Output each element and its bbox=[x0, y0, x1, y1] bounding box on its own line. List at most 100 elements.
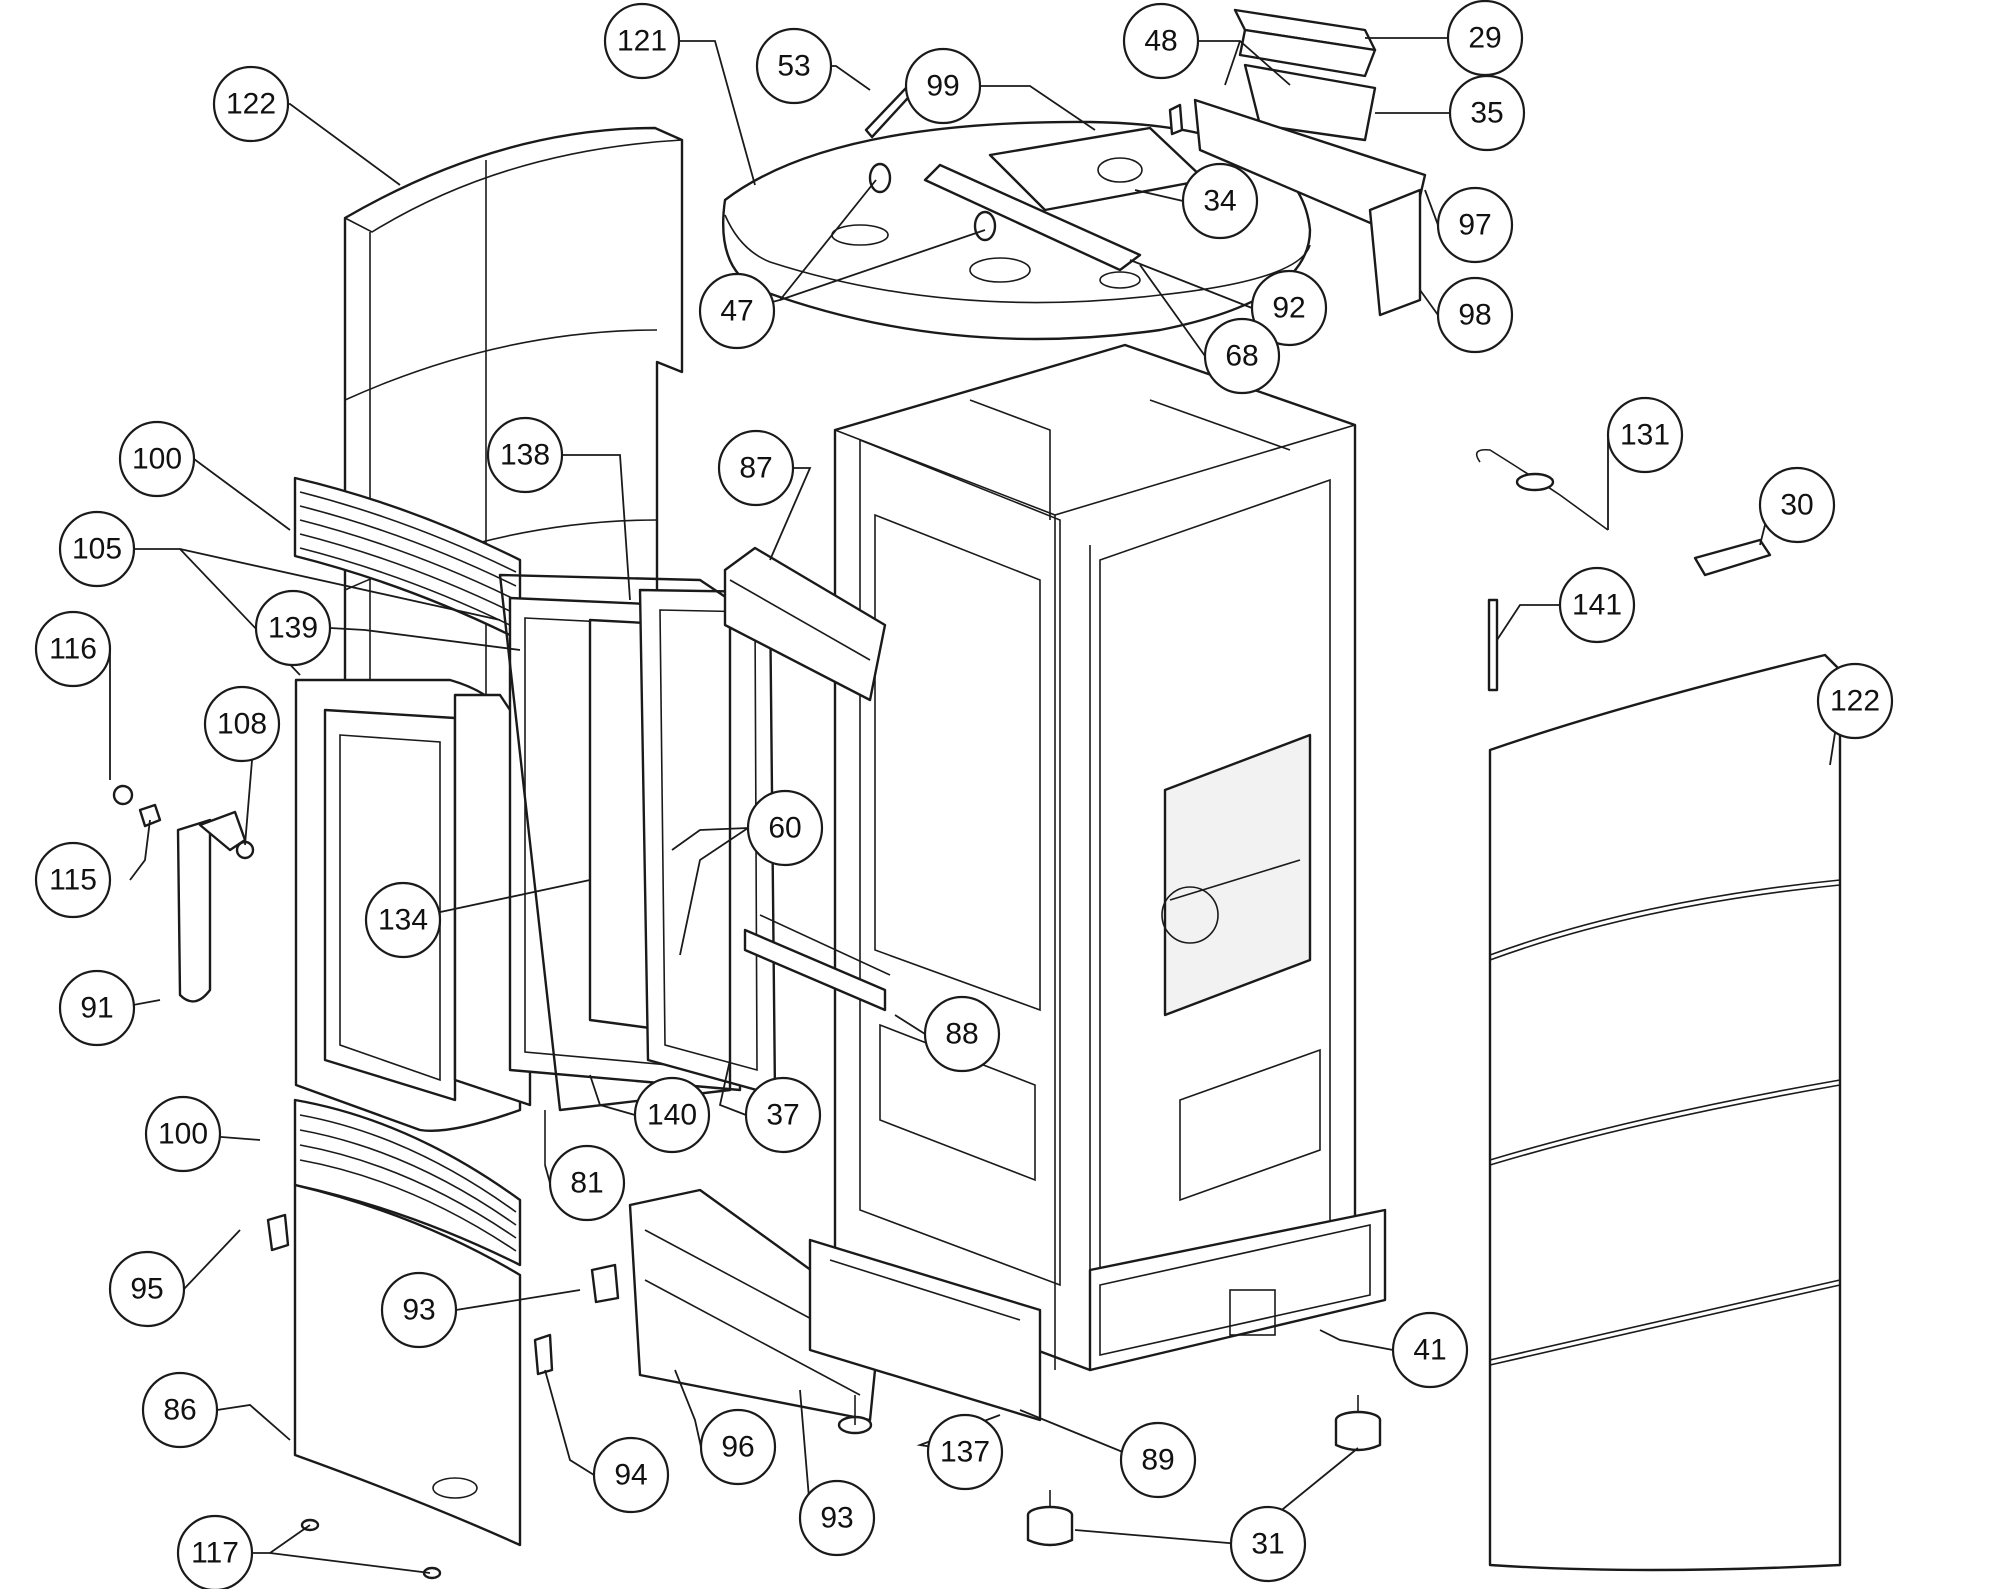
callout-91: 91 bbox=[58, 969, 136, 1047]
callout-87-label: 87 bbox=[739, 452, 772, 485]
ash-drawer bbox=[628, 1188, 1042, 1435]
callout-37: 37 bbox=[744, 1076, 822, 1154]
callout-92-label: 92 bbox=[1272, 292, 1305, 325]
callout-115-label: 115 bbox=[49, 864, 97, 897]
callout-134: 134 bbox=[364, 881, 442, 959]
callout-91-label: 91 bbox=[80, 992, 113, 1025]
callout-34: 34 bbox=[1181, 162, 1259, 240]
callout-96-label: 96 bbox=[721, 1431, 754, 1464]
callout-47: 47 bbox=[698, 272, 776, 350]
top-grille bbox=[293, 476, 522, 642]
callout-115: 115 bbox=[34, 841, 112, 919]
callout-94: 94 bbox=[592, 1436, 670, 1514]
callout-105: 105 bbox=[58, 510, 136, 588]
callout-100-top: 100 bbox=[118, 420, 196, 498]
callout-41: 41 bbox=[1391, 1311, 1469, 1389]
callout-37-label: 37 bbox=[766, 1099, 799, 1132]
side-rail bbox=[743, 914, 891, 1012]
callout-121: 121 bbox=[603, 2, 681, 80]
door-handle bbox=[112, 784, 255, 1003]
callout-93-lower-label: 93 bbox=[820, 1502, 853, 1535]
callout-108: 108 bbox=[203, 685, 281, 763]
callout-86-label: 86 bbox=[163, 1394, 196, 1427]
callout-35-label: 35 bbox=[1470, 97, 1503, 130]
callout-92: 92 bbox=[1250, 269, 1328, 347]
hopper-box bbox=[1243, 63, 1377, 142]
base-frame bbox=[1088, 1208, 1387, 1372]
callout-131: 131 bbox=[1606, 396, 1684, 474]
callout-93-upper-label: 93 bbox=[402, 1294, 435, 1327]
callout-97: 97 bbox=[1436, 186, 1514, 264]
callout-29-label: 29 bbox=[1468, 22, 1501, 55]
small-hardware bbox=[266, 1110, 620, 1580]
callout-31-label: 31 bbox=[1251, 1528, 1284, 1561]
callout-141-label: 141 bbox=[1572, 589, 1622, 622]
callout-99-label: 99 bbox=[926, 70, 959, 103]
callout-122-right: 122 bbox=[1816, 662, 1894, 740]
callout-140-label: 140 bbox=[647, 1099, 697, 1132]
callout-68-label: 68 bbox=[1225, 340, 1258, 373]
callout-93-upper: 93 bbox=[380, 1271, 458, 1349]
callout-89: 89 bbox=[1119, 1421, 1197, 1499]
callout-88-label: 88 bbox=[945, 1018, 978, 1051]
callout-122-left-label: 122 bbox=[226, 88, 276, 121]
callout-100-top-label: 100 bbox=[132, 443, 182, 476]
callout-53: 53 bbox=[755, 27, 833, 105]
main-chassis bbox=[833, 343, 1357, 1372]
callout-48-label: 48 bbox=[1144, 25, 1177, 58]
callout-98-label: 98 bbox=[1458, 299, 1491, 332]
callout-116: 116 bbox=[34, 610, 112, 688]
callout-35: 35 bbox=[1448, 74, 1526, 152]
accessories bbox=[1026, 448, 1772, 1547]
callout-30: 30 bbox=[1758, 466, 1836, 544]
callout-31: 31 bbox=[1229, 1505, 1307, 1583]
callout-96: 96 bbox=[699, 1408, 777, 1486]
callout-87: 87 bbox=[717, 429, 795, 507]
callout-81-label: 81 bbox=[570, 1167, 603, 1200]
callout-47-label: 47 bbox=[720, 295, 753, 328]
callout-48: 48 bbox=[1122, 2, 1200, 80]
callout-137: 137 bbox=[926, 1413, 1004, 1491]
callout-98: 98 bbox=[1436, 276, 1514, 354]
callout-121-label: 121 bbox=[617, 25, 667, 58]
callout-86: 86 bbox=[141, 1371, 219, 1449]
callout-134-label: 134 bbox=[378, 904, 428, 937]
callout-97-label: 97 bbox=[1458, 209, 1491, 242]
callout-81: 81 bbox=[548, 1144, 626, 1222]
callout-105-label: 105 bbox=[72, 533, 122, 566]
callout-41-label: 41 bbox=[1413, 1334, 1446, 1367]
callout-141: 141 bbox=[1558, 566, 1636, 644]
callout-117-label: 117 bbox=[191, 1537, 239, 1570]
callout-95-label: 95 bbox=[130, 1273, 163, 1306]
upper-bracket bbox=[723, 546, 887, 702]
callout-30-label: 30 bbox=[1780, 489, 1813, 522]
callout-108-label: 108 bbox=[217, 708, 267, 741]
callout-95: 95 bbox=[108, 1250, 186, 1328]
callout-137-label: 137 bbox=[940, 1436, 990, 1469]
callout-89-label: 89 bbox=[1141, 1444, 1174, 1477]
callout-116-label: 116 bbox=[49, 633, 97, 666]
hopper-lid bbox=[1233, 8, 1377, 78]
hopper-bracket bbox=[1168, 98, 1427, 317]
callout-60-label: 60 bbox=[768, 812, 801, 845]
callout-29: 29 bbox=[1446, 0, 1524, 77]
callout-131-label: 131 bbox=[1620, 419, 1670, 452]
front-lower-panel bbox=[293, 1183, 522, 1547]
callout-138-label: 138 bbox=[500, 439, 550, 472]
callout-53-label: 53 bbox=[777, 50, 810, 83]
lower-grille bbox=[293, 1098, 522, 1267]
callout-60: 60 bbox=[746, 789, 824, 867]
callout-122-right-label: 122 bbox=[1830, 685, 1880, 718]
callout-88: 88 bbox=[923, 995, 1001, 1073]
callout-99: 99 bbox=[904, 47, 982, 125]
callout-140: 140 bbox=[633, 1076, 711, 1154]
callout-68: 68 bbox=[1203, 317, 1281, 395]
callout-100-bottom-label: 100 bbox=[158, 1118, 208, 1151]
callout-139-label: 139 bbox=[268, 612, 318, 645]
callout-94-label: 94 bbox=[614, 1459, 647, 1492]
callout-34-label: 34 bbox=[1203, 185, 1236, 218]
callout-139: 139 bbox=[254, 589, 332, 667]
callout-93-lower: 93 bbox=[798, 1479, 876, 1557]
right-side-panel bbox=[1488, 653, 1842, 1572]
